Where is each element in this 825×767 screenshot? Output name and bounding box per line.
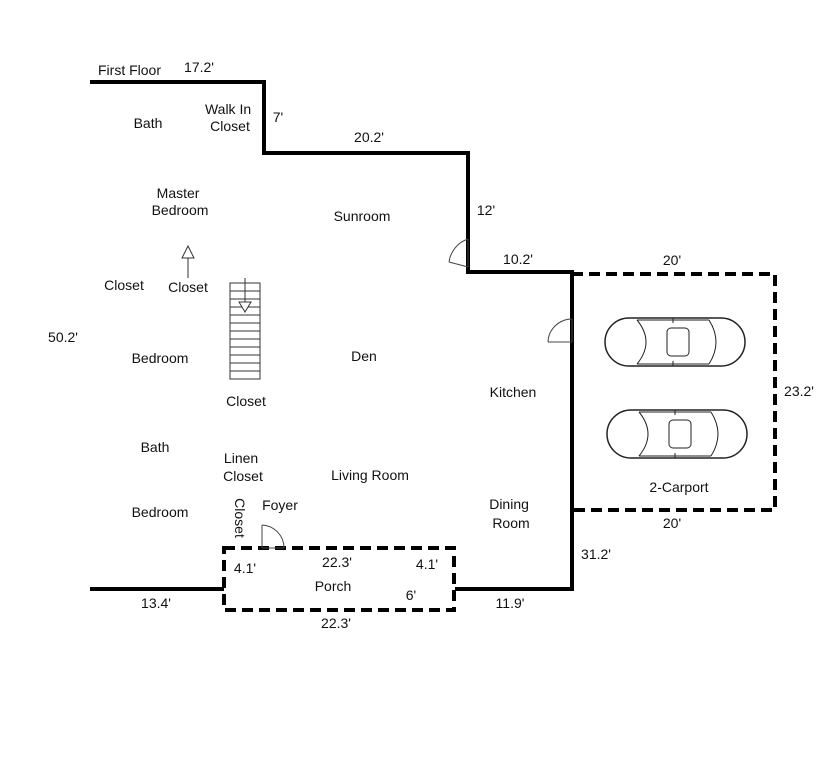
room-label-porch: Porch bbox=[315, 578, 352, 594]
floor-title: First Floor bbox=[98, 62, 161, 78]
dim-porch-bottom: 22.3' bbox=[321, 615, 351, 631]
dim-right-lower-height: 31.2' bbox=[581, 546, 611, 562]
room-label-bath-lower: Bath bbox=[141, 439, 170, 455]
door-kitchen-icon bbox=[547, 318, 573, 343]
porch-outline bbox=[222, 546, 456, 612]
dim-bottom-left-width: 13.4' bbox=[141, 595, 171, 611]
dim-walk-in-step: 7' bbox=[273, 109, 283, 125]
room-label-kitchen: Kitchen bbox=[490, 384, 537, 400]
stair-icon bbox=[229, 278, 261, 380]
dim-carport-bottom: 20' bbox=[663, 515, 681, 531]
carport-outline bbox=[572, 272, 777, 512]
car-top-icon bbox=[604, 317, 746, 367]
room-label-master-bedroom: Master Bedroom bbox=[152, 185, 209, 218]
door-foyer-icon bbox=[261, 524, 285, 549]
room-label-sunroom: Sunroom bbox=[334, 208, 391, 224]
room-label-walk-in-closet: Walk In Closet bbox=[205, 101, 255, 134]
dim-right-step-width: 10.2' bbox=[503, 251, 533, 267]
car-bottom-icon bbox=[606, 409, 748, 459]
up-arrow-icon bbox=[181, 244, 195, 278]
room-label-bedroom-upper: Bedroom bbox=[132, 350, 189, 366]
room-label-bath-upper: Bath bbox=[134, 115, 163, 131]
room-label-bedroom-lower: Bedroom bbox=[132, 504, 189, 520]
room-label-foyer: Foyer bbox=[262, 497, 298, 513]
room-label-dining-room: Dining Room bbox=[489, 496, 533, 531]
dim-porch-right: 4.1' bbox=[416, 556, 438, 572]
dim-porch-top: 22.3' bbox=[322, 554, 352, 570]
room-label-den: Den bbox=[351, 348, 377, 364]
dim-carport-top: 20' bbox=[663, 252, 681, 268]
dim-porch-left: 4.1' bbox=[234, 560, 256, 576]
exterior-wall bbox=[90, 80, 574, 591]
room-label-closet-vertical: Closet bbox=[232, 498, 248, 538]
room-label-carport: 2-Carport bbox=[649, 479, 708, 495]
dim-upper-middle-width: 20.2' bbox=[354, 129, 384, 145]
dim-right-upper-height: 12' bbox=[477, 202, 495, 218]
room-label-closet-center: Closet bbox=[226, 393, 266, 409]
room-label-closet-stair: Closet bbox=[168, 279, 208, 295]
dim-total-height: 50.2' bbox=[48, 329, 78, 345]
dim-top-left-width: 17.2' bbox=[184, 59, 214, 75]
door-sunroom-icon bbox=[448, 238, 469, 268]
dim-carport-height: 23.2' bbox=[784, 383, 814, 399]
dim-porch-depth: 6' bbox=[406, 587, 416, 603]
dim-bottom-right-width: 11.9' bbox=[496, 595, 525, 611]
room-label-linen-closet: Linen Closet bbox=[223, 450, 263, 484]
room-label-living-room: Living Room bbox=[331, 467, 409, 483]
room-label-closet-left: Closet bbox=[104, 277, 144, 293]
